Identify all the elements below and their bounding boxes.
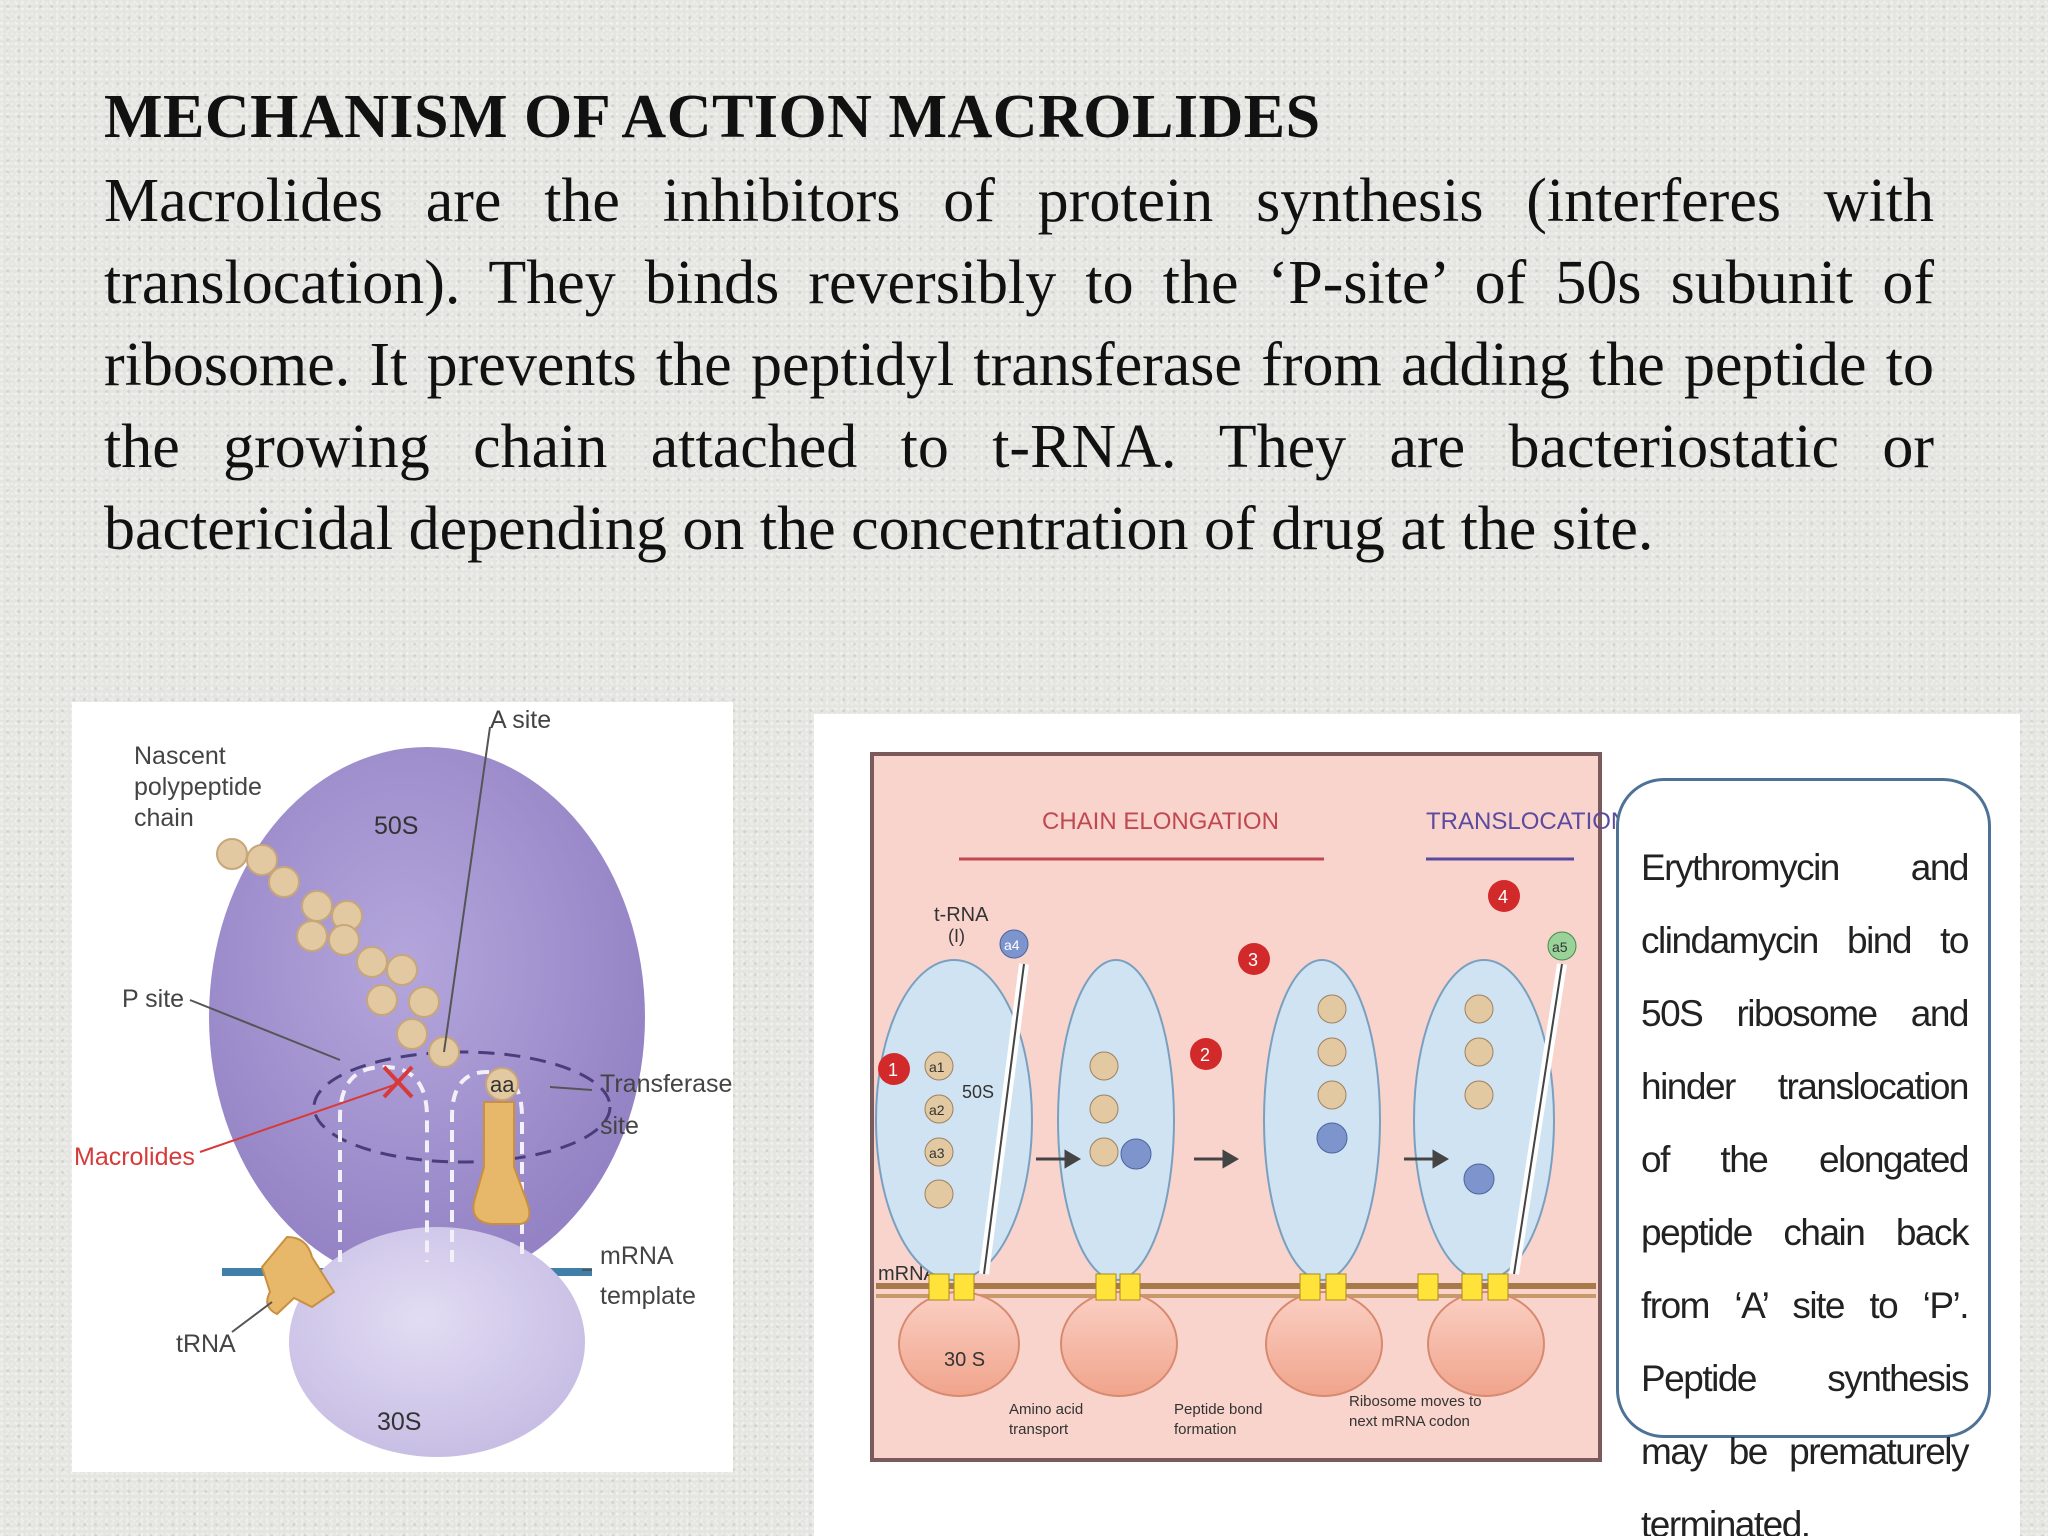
ribosome-stage-1: [875, 929, 1033, 1397]
step-badge-2: 2: [1190, 1038, 1222, 1070]
slide-body: Macrolides are the inhibitors of protein…: [104, 167, 1934, 563]
trna-sub-label: (I): [948, 926, 965, 946]
mrna-label: mRNA: [878, 1263, 938, 1285]
macrolides-leader: [199, 1083, 398, 1153]
aa-label: aa: [490, 1072, 515, 1097]
large-subunit-label: 50S: [374, 812, 418, 840]
macrolides-label: Macrolides: [74, 1143, 195, 1171]
step-badge-3: 3: [1238, 943, 1270, 975]
trna-p-site: [472, 1101, 531, 1225]
aa-label-a2: a2: [929, 1102, 945, 1118]
ribosome-diagram: aa A site Nascent polypeptide chain 50S …: [72, 702, 733, 1472]
nascent-polypeptide-beads: [216, 838, 460, 1068]
caption-amino-acid-1: Amino acid: [1009, 1401, 1083, 1418]
aa-label-a5: a5: [1552, 939, 1568, 955]
transferase-label-1: Transferase: [600, 1070, 732, 1098]
p-site-label: P site: [122, 985, 184, 1013]
aa-label-a1: a1: [929, 1059, 945, 1075]
subunit-50s-label: 50S: [962, 1082, 994, 1102]
ribosome-stage-4: [1413, 931, 1577, 1397]
aa-label-a3: a3: [929, 1145, 945, 1161]
translocation-callout: Erythromycin and clindamycin bind to 50S…: [1616, 778, 1991, 1536]
incoming-trna: [260, 1235, 336, 1316]
nascent-label-3: chain: [134, 804, 194, 832]
ribosome-stage-2: [1057, 959, 1178, 1397]
aa-label-a4: a4: [1004, 937, 1020, 953]
svg-text:3: 3: [1248, 950, 1258, 970]
a-site-tunnel: [450, 1069, 524, 1262]
a-site-leader: [443, 726, 491, 1053]
nascent-label-1: Nascent: [134, 742, 226, 770]
ribosome-stage-3: [1263, 959, 1383, 1397]
trna-label: t-RNA: [934, 904, 989, 926]
subunit-30s-label: 30 S: [944, 1349, 985, 1371]
trna-label: tRNA: [176, 1330, 236, 1358]
step-badge-1: 1: [878, 1053, 910, 1085]
transferase-leader: [549, 1086, 593, 1091]
p-site-leader: [189, 999, 341, 1061]
small-subunit-30s: [289, 1227, 585, 1457]
caption-peptide-bond-1: Peptide bond: [1174, 1401, 1262, 1418]
svg-text:4: 4: [1498, 887, 1508, 907]
trna-leader: [231, 1301, 273, 1333]
a-site-label: A site: [490, 706, 551, 734]
stage-arrows: [1036, 1149, 1449, 1169]
step-badge-4: 4: [1488, 880, 1520, 912]
chain-elongation-header: CHAIN ELONGATION: [1042, 808, 1279, 835]
caption-ribosome-moves-2: next mRNA codon: [1349, 1413, 1470, 1430]
aa-bead: [485, 1067, 519, 1101]
caption-amino-acid-2: transport: [1009, 1421, 1069, 1438]
mrna-label-1: mRNA: [600, 1242, 674, 1270]
small-subunit-label: 30S: [377, 1408, 421, 1436]
macrolide-cross-b: [382, 1065, 414, 1099]
transferase-ring: [312, 1050, 612, 1164]
svg-text:1: 1: [888, 1060, 898, 1080]
nascent-label-2: polypeptide: [134, 773, 262, 801]
svg-text:2: 2: [1200, 1045, 1210, 1065]
transferase-label-2: site: [600, 1112, 639, 1140]
translocation-header: TRANSLOCATION: [1426, 808, 1628, 835]
mrna-label-2: template: [600, 1282, 696, 1310]
caption-ribosome-moves-1: Ribosome moves to: [1349, 1393, 1482, 1410]
caption-peptide-bond-2: formation: [1174, 1421, 1237, 1438]
elongation-diagram: CHAIN ELONGATION TRANSLOCATION mRNA t-RN…: [814, 714, 2020, 1536]
slide-title: MECHANISM OF ACTION MACROLIDES: [104, 83, 1321, 151]
